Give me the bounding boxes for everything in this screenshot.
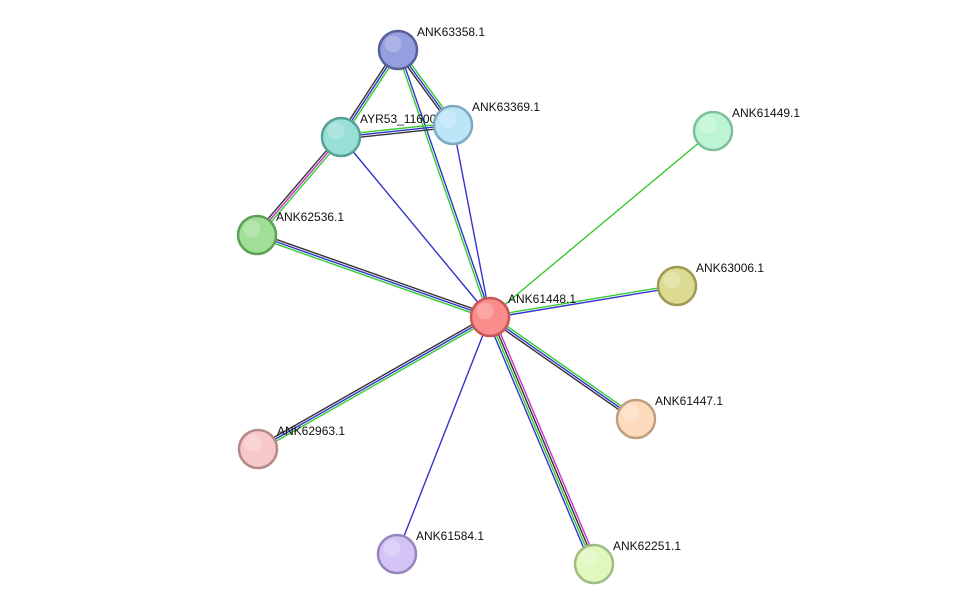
node-label: ANK63369.1 bbox=[472, 100, 540, 114]
edge-strand bbox=[488, 318, 636, 422]
edge-strand bbox=[396, 316, 491, 555]
node-ank61447-1[interactable]: ANK61447.1 bbox=[615, 394, 723, 440]
edge-strand bbox=[490, 316, 596, 564]
node-highlight bbox=[699, 116, 717, 134]
node-label: ANK61449.1 bbox=[732, 106, 800, 120]
edge-ank61448-1-ank63369-1 bbox=[452, 124, 491, 318]
node-circle[interactable] bbox=[573, 543, 615, 585]
edge-ank61448-1-ank61447-1 bbox=[488, 314, 638, 422]
node-highlight bbox=[476, 302, 494, 320]
node-label: ANK62536.1 bbox=[276, 210, 344, 224]
node-label: ANK61448.1 bbox=[508, 292, 576, 306]
edge-strand bbox=[396, 50, 490, 318]
edge-ank61448-1-ank62536-1 bbox=[256, 232, 491, 320]
edge-ank61448-1-ank63006-1 bbox=[489, 284, 678, 319]
node-highlight bbox=[243, 220, 261, 238]
edge-ank61448-1-ank62963-1 bbox=[256, 314, 492, 452]
node-label: ANK61447.1 bbox=[655, 394, 723, 408]
node-ank62536-1[interactable]: ANK62536.1 bbox=[236, 210, 344, 256]
node-highlight bbox=[580, 549, 598, 567]
edge-ank61448-1-ank63358-1 bbox=[396, 49, 492, 318]
node-ank61448-1[interactable]: ANK61448.1 bbox=[469, 292, 576, 338]
edge-strand bbox=[258, 137, 344, 237]
node-ank63006-1[interactable]: ANK63006.1 bbox=[656, 261, 764, 307]
node-highlight bbox=[622, 404, 640, 422]
node-highlight bbox=[327, 122, 345, 140]
node-label: ANK62251.1 bbox=[613, 539, 681, 553]
edge-ank61448-1-ank61449-1 bbox=[489, 130, 714, 318]
edge-strand bbox=[258, 318, 492, 452]
node-ayr53-11600[interactable]: AYR53_11600 bbox=[320, 112, 437, 158]
edge-strand bbox=[486, 318, 592, 566]
node-circle[interactable] bbox=[469, 296, 511, 338]
node-ank62963-1[interactable]: ANK62963.1 bbox=[237, 424, 345, 470]
node-highlight bbox=[384, 35, 402, 53]
node-label: ANK61584.1 bbox=[416, 529, 484, 543]
node-circle[interactable] bbox=[615, 398, 657, 440]
edge-strand bbox=[490, 314, 638, 418]
node-label: ANK62963.1 bbox=[277, 424, 345, 438]
edge-strand bbox=[489, 284, 677, 317]
node-circle[interactable] bbox=[377, 29, 419, 71]
node-ank63358-1[interactable]: ANK63358.1 bbox=[377, 25, 485, 71]
edge-strand bbox=[489, 130, 714, 318]
node-highlight bbox=[439, 110, 457, 128]
edge-strand bbox=[340, 136, 491, 318]
node-label: ANK63358.1 bbox=[417, 25, 485, 39]
node-ank61584-1[interactable]: ANK61584.1 bbox=[376, 529, 484, 575]
edge-strand bbox=[489, 316, 637, 420]
edge-ank61448-1-ank61584-1 bbox=[396, 316, 491, 555]
node-circle[interactable] bbox=[320, 116, 362, 158]
edge-strand bbox=[492, 315, 598, 563]
node-ank62251-1[interactable]: ANK62251.1 bbox=[573, 539, 681, 585]
node-ank63369-1[interactable]: ANK63369.1 bbox=[432, 100, 540, 146]
node-highlight bbox=[383, 539, 401, 557]
node-label: ANK63006.1 bbox=[696, 261, 764, 275]
edge-strand bbox=[256, 236, 490, 320]
node-circle[interactable] bbox=[692, 110, 734, 152]
node-highlight bbox=[663, 271, 681, 289]
edge-ank61448-1-ank62251-1 bbox=[486, 315, 598, 566]
node-circle[interactable] bbox=[432, 104, 474, 146]
node-circle[interactable] bbox=[237, 428, 279, 470]
edge-strand bbox=[257, 232, 491, 316]
edge-strand bbox=[254, 135, 340, 235]
edge-strand bbox=[257, 316, 491, 450]
node-highlight bbox=[244, 434, 262, 452]
node-circle[interactable] bbox=[656, 265, 698, 307]
edge-strand bbox=[398, 49, 492, 317]
node-label: AYR53_11600 bbox=[360, 112, 437, 126]
edge-strand bbox=[256, 234, 491, 318]
edge-strand bbox=[488, 317, 594, 565]
node-ank61449-1[interactable]: ANK61449.1 bbox=[692, 106, 800, 152]
edge-strand bbox=[256, 136, 342, 236]
edge-ayr53-11600-ank62536-1 bbox=[254, 135, 344, 237]
node-circle[interactable] bbox=[376, 533, 418, 575]
edge-strand bbox=[452, 124, 491, 318]
edge-strand bbox=[490, 286, 678, 319]
edge-strand bbox=[256, 314, 490, 448]
edge-ank61448-1-ayr53-11600 bbox=[340, 136, 491, 318]
node-circle[interactable] bbox=[236, 214, 278, 256]
